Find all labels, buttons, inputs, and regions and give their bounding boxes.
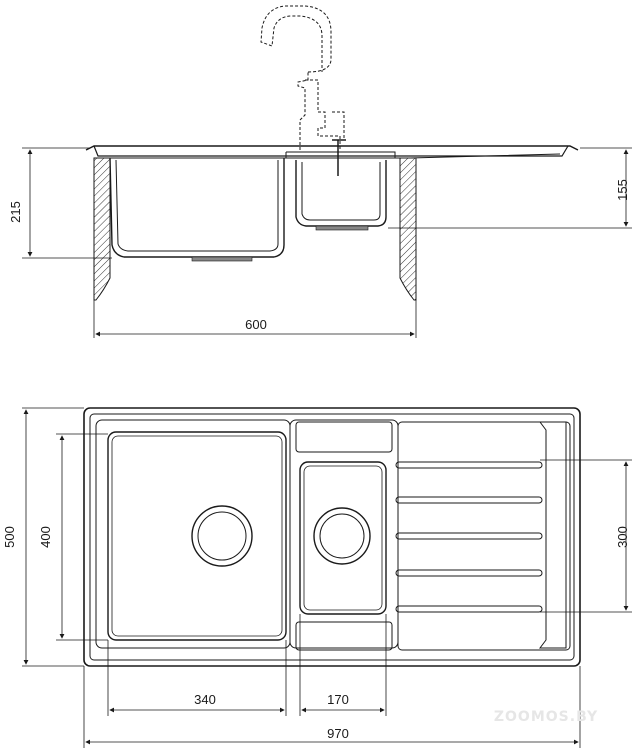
cabinet-wall-right (399, 157, 417, 301)
dim-300-label: 300 (615, 526, 630, 548)
dim-155-label: 155 (615, 179, 630, 201)
drainer-grooves (395, 461, 543, 613)
dim-500-label: 500 (2, 526, 17, 548)
small-drain-icon (313, 507, 371, 565)
drainer-board (397, 421, 571, 651)
dim-970-label: 970 (327, 726, 349, 741)
top-view: 500 400 300 340 170 970 (2, 407, 632, 748)
dim-600-label: 600 (245, 317, 267, 332)
dim-340-label: 340 (194, 692, 216, 707)
faucet-outline (260, 5, 346, 176)
main-drain-icon (191, 505, 253, 567)
watermark: ZOOMOS.BY (494, 709, 598, 725)
side-view: 215 155 600 (8, 5, 632, 338)
dim-170-label: 170 (327, 692, 349, 707)
dim-215-label: 215 (8, 201, 23, 223)
main-bowl (107, 431, 287, 641)
dim-400-label: 400 (38, 526, 53, 548)
small-bowl (299, 461, 387, 615)
cabinet-wall-left (93, 157, 111, 301)
